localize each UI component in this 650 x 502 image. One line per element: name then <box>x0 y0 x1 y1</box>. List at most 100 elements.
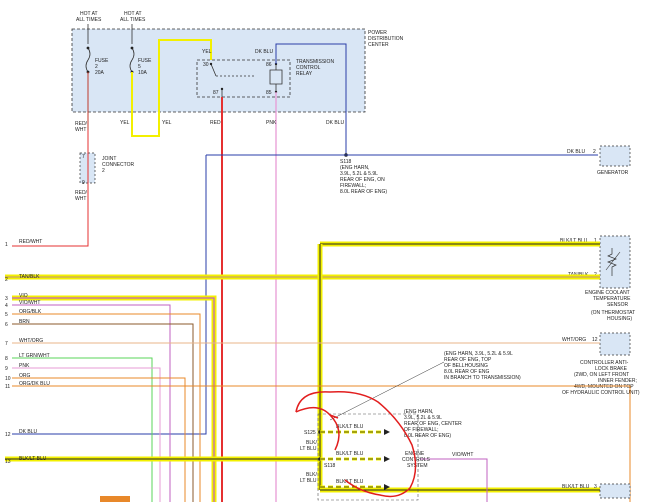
power-distribution-center-box <box>71 28 366 113</box>
wire-yel-loop <box>131 39 212 137</box>
label-red: RED <box>210 120 221 126</box>
abs-label-2: LOCK BRAKE <box>595 366 628 372</box>
red-annotation-tick <box>329 414 339 419</box>
note-s125-5: 8.0L REAR OF ENG) <box>404 433 451 439</box>
left-pin-label-3: VIO <box>19 293 28 299</box>
left-pin-label-4: VIO/WHT <box>19 300 40 306</box>
label-dk-blu-top: DK BLU <box>255 49 273 55</box>
ect-label-2: TEMPERATURE <box>593 296 631 302</box>
wire-vio-wht-ecs <box>420 458 488 502</box>
label-s118-bottom: S118 <box>324 463 336 469</box>
note-s118-1: (ENG HARN, 3.9L, 5.2L & 5.9L <box>444 351 513 357</box>
red-annotation-circle <box>295 390 417 498</box>
left-pin-number-11: 11 <box>5 384 10 390</box>
ect-thermistor <box>607 248 617 276</box>
ecs-box <box>317 413 419 501</box>
s118-line-5: FIREWALL; <box>340 183 366 189</box>
label-red-wht-b1: RED/ <box>75 190 88 196</box>
label-blk-lt-blu-1: BLK/LT BLU <box>336 424 364 430</box>
abs-label-5: 4WD, MOUNTED ON TOP <box>574 384 634 390</box>
joint-pin-7: 7 <box>82 154 85 160</box>
abs-controller-box <box>599 332 631 356</box>
abs-pin-label: WHT/ORG <box>562 337 586 343</box>
relay-label-2: CONTROL <box>296 65 321 71</box>
s118-line-6: 8.0L REAR OF ENG) <box>340 189 387 195</box>
wire-pnk-pin9 <box>12 367 161 502</box>
relay-pin-85: 85 <box>266 90 272 96</box>
label-dk-blu: DK BLU <box>326 120 344 126</box>
label-blk-split-1: BLK/ <box>306 440 317 446</box>
label-yel-top: YEL <box>202 49 212 55</box>
branch-3 <box>320 484 390 490</box>
left-pin-number-9: 9 <box>5 366 8 372</box>
left-pin-label-2: TAN/BLK <box>19 274 40 280</box>
relay-label-1: TRANSMISSION <box>296 59 334 65</box>
ecs-label-3: SYSTEM <box>407 463 428 469</box>
label-yel-a: YEL <box>120 120 130 126</box>
left-pin-number-1: 1 <box>5 242 8 248</box>
label-yel-b: YEL <box>162 120 172 126</box>
fuse-2-rating: 20A <box>95 70 105 76</box>
highlight-vio <box>12 295 217 502</box>
left-pin-label-1: RED/WHT <box>19 239 42 245</box>
joint-pin-9: 9 <box>82 180 85 186</box>
label-blk-lt-blu-3: BLK/LT BLU <box>336 479 364 485</box>
left-pin-label-10: ORG <box>19 373 31 379</box>
ect-label-1: ENGINE COOLANT <box>585 290 630 296</box>
fuse-2-dot-top <box>86 46 90 50</box>
fuse-5-label: FUSE <box>138 58 152 64</box>
ect-label-3: SENSOR <box>607 302 629 308</box>
hot-label-2b: ALL TIMES <box>120 17 146 23</box>
ect-sensor-box <box>599 235 631 289</box>
generator-box <box>599 145 631 167</box>
wire-org-blk <box>12 313 201 502</box>
branch-1 <box>320 429 390 435</box>
transmission-control-relay-box <box>196 59 291 98</box>
left-pin-number-7: 7 <box>5 341 8 347</box>
ecs-label-2: CONTROLS <box>402 457 430 463</box>
branch-2 <box>320 456 390 462</box>
label-blk-split-2: LT BLU <box>300 446 317 452</box>
left-pin-number-12: 12 <box>5 432 11 438</box>
generator-pin: 2 <box>593 149 596 155</box>
label-red-wht-a1: RED/ <box>75 121 88 127</box>
bottom-right-label: BLK/LT BLU <box>562 484 590 490</box>
relay-pin-30: 30 <box>203 62 209 68</box>
wire-dk-blu-top <box>275 43 347 155</box>
left-pin-number-5: 5 <box>5 312 8 318</box>
fuse-2-label: FUSE <box>95 58 109 64</box>
label-dk-blu-right: DK BLU <box>567 149 585 155</box>
left-pin-number-13: 13 <box>5 459 11 465</box>
left-pin-label-5: ORG/BLK <box>19 309 42 315</box>
wire-vio <box>12 297 215 502</box>
wire-red-wht-to-pin1 <box>12 130 89 247</box>
left-pin-number-4: 4 <box>5 303 8 309</box>
ect-pin1: 1 <box>594 238 597 244</box>
wire-dk-blu-pin12 <box>12 155 207 435</box>
abs-label-6: OF HYDRAULIC CONTROL UNIT) <box>562 390 640 396</box>
hot-label-1a: HOT AT <box>80 11 98 17</box>
hot-label-1b: ALL TIMES <box>76 17 102 23</box>
note-s118-leader <box>329 361 445 421</box>
abs-label-4: INNER FENDER; <box>598 378 637 384</box>
fuse-2-symbol <box>85 47 91 73</box>
label-pnk: PNK <box>266 120 277 126</box>
left-pin-label-13: BLK/LT BLU <box>19 456 47 462</box>
left-pin-label-9: PNK <box>19 363 30 369</box>
label-red-wht-a2: WHT <box>75 127 86 133</box>
fuse-5-symbol <box>129 47 135 73</box>
label-blk-split2-2: LT BLU <box>300 478 317 484</box>
note-s125-4: OF FIREWALL; <box>404 427 439 433</box>
left-pin-label-6: BRN <box>19 319 30 325</box>
bottom-right-connector <box>599 483 631 499</box>
abs-label-1: CONTROLLER ANTI- <box>580 360 629 366</box>
joint-label-3: 2 <box>102 168 105 174</box>
pdc-title-3: CENTER <box>368 42 389 48</box>
s118-line-2: (ENG HARN, <box>340 165 369 171</box>
note-s118-3: OF BELLHOUSING <box>444 363 488 369</box>
s118-line-1: S118 <box>340 159 352 165</box>
pdc-title-1: POWER <box>368 30 387 36</box>
label-s125: S125 <box>304 430 316 436</box>
fuse-2-number: 2 <box>95 64 98 70</box>
